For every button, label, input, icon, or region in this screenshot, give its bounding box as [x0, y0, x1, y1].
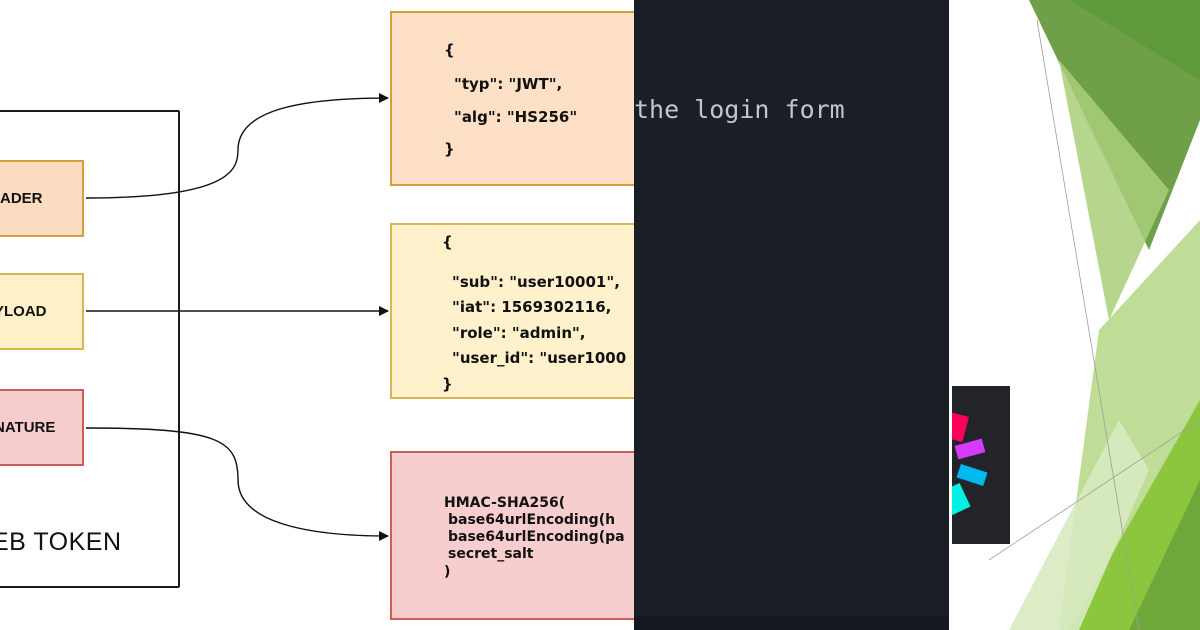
payload-part-label: YLOAD	[0, 303, 47, 320]
green-shape	[1009, 420, 1149, 630]
payload-code-line: "iat": 1569302116,	[452, 298, 612, 316]
jwt-logo-tile	[952, 386, 1010, 544]
header-part-label: ADER	[0, 190, 43, 207]
signature-code-line: secret_salt	[448, 546, 534, 562]
jwt-logo-icon	[952, 411, 988, 516]
header-part-box: ADER	[0, 160, 84, 237]
green-geometric-background	[988, 0, 1200, 630]
signature-code-line: base64urlEncoding(pa	[448, 529, 625, 545]
payload-code-line: "user_id": "user1000	[452, 349, 627, 367]
signature-code-line: HMAC-SHA256(	[444, 495, 566, 511]
payload-code-line: "sub": "user10001",	[452, 273, 620, 291]
green-thin-line	[988, 419, 1200, 561]
payload-code-line: }	[442, 375, 453, 393]
header-code-line: {	[444, 41, 455, 59]
header-code-box: { "typ": "JWT", "alg": "HS256" }	[390, 11, 634, 186]
header-code-line: }	[444, 140, 455, 158]
header-code-line: "typ": "JWT",	[454, 75, 563, 93]
payload-code-line: "role": "admin",	[452, 324, 586, 342]
header-code-line: "alg": "HS256"	[454, 108, 578, 126]
payload-code-line: {	[442, 233, 453, 251]
dark-editor-panel: the login form	[634, 0, 949, 630]
signature-code-line: )	[444, 564, 451, 580]
signature-code-line: base64urlEncoding(h	[448, 512, 616, 528]
green-slide-panel	[949, 0, 1200, 630]
jwt-diagram-panel: EB TOKEN ADER YLOAD NATURE { "typ": "JWT…	[0, 11, 634, 620]
green-shape	[1059, 60, 1169, 320]
token-frame-title: EB TOKEN	[0, 528, 122, 556]
signature-part-label: NATURE	[0, 419, 56, 436]
signature-part-box: NATURE	[0, 389, 84, 466]
green-shape	[1069, 0, 1200, 80]
green-shape	[1129, 480, 1200, 630]
editor-caption: the login form	[634, 95, 845, 124]
token-frame	[0, 110, 180, 588]
header-connector	[85, 93, 389, 199]
editor-bottom-bar	[634, 616, 949, 630]
green-thin-line	[1036, 19, 1140, 630]
payload-part-box: YLOAD	[0, 273, 84, 350]
signature-code-box: HMAC-SHA256( base64urlEncoding(h base64u…	[390, 451, 634, 620]
payload-code-box: { "sub": "user10001", "iat": 1569302116,…	[390, 223, 634, 399]
